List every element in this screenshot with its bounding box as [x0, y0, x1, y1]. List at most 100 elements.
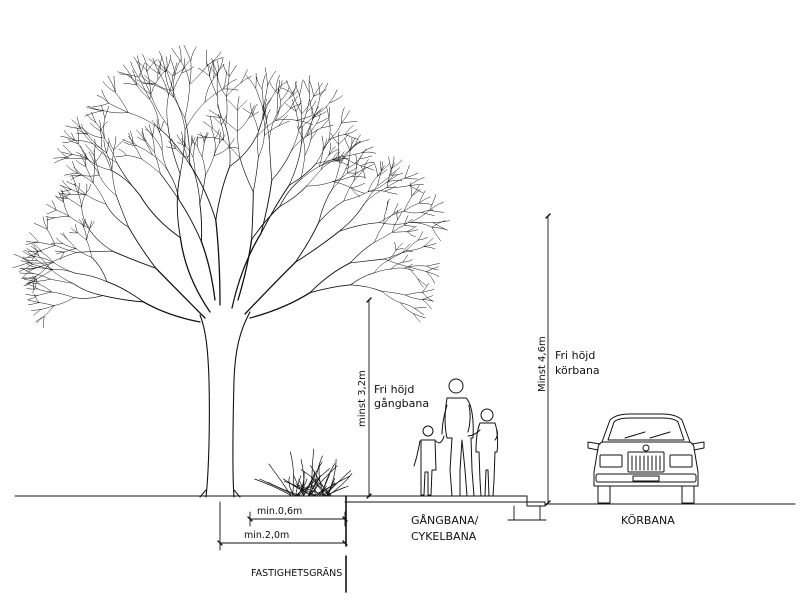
tree-branch: [190, 66, 207, 85]
tree-branch: [322, 136, 323, 149]
tree-branch: [426, 267, 438, 272]
tree-branch: [257, 77, 263, 89]
tree-branch: [13, 263, 29, 268]
tree-branch: [382, 291, 400, 302]
car-plate: [633, 476, 659, 481]
shrub-twig: [260, 479, 297, 496]
tree-branch: [71, 133, 78, 144]
tree-branch: [153, 85, 174, 98]
tree-branch: [154, 152, 160, 173]
tree-branch: [87, 240, 92, 257]
tree-branch: [280, 186, 307, 206]
tree-branch: [356, 140, 369, 145]
tree-branch: [38, 245, 55, 251]
tree-branch: [53, 269, 76, 273]
tree-branch: [190, 61, 191, 85]
tree-branch: [272, 152, 291, 181]
tree-branch: [156, 268, 205, 318]
sidewalk-label-line1: GÅNGBANA/: [411, 514, 479, 527]
tree-branch: [351, 183, 365, 188]
car-windshield: [608, 418, 684, 440]
tree-branch: [185, 102, 205, 129]
tree-branch: [252, 192, 254, 240]
tree-branch: [387, 186, 409, 188]
tree-branch: [62, 180, 71, 189]
walk-clearance-dimension-text: minst 3,2m: [357, 370, 368, 427]
road-clearance-dimension-text: Minst 4,6m: [537, 336, 548, 392]
tree-branch: [368, 176, 377, 191]
tree-branch: [93, 183, 106, 204]
car-grille: [628, 452, 664, 472]
car-wipers: [625, 432, 670, 438]
tree-branch: [64, 173, 78, 175]
tree-branch: [265, 68, 267, 86]
tree-branch: [345, 125, 353, 134]
tree-branch: [82, 193, 87, 207]
tree-branch: [60, 252, 64, 260]
tree-branch: [379, 211, 403, 223]
tree-branch: [73, 161, 79, 173]
tree-branch: [341, 108, 344, 124]
tree-branch: [344, 192, 369, 201]
tree-branch: [268, 71, 276, 86]
tree-branch: [37, 292, 52, 296]
tree-branch: [427, 266, 439, 270]
tree-branch: [55, 216, 69, 217]
tree-branch: [120, 74, 139, 77]
tree-branch: [95, 153, 103, 164]
road-clearance-label-line1: Fri höjd: [555, 349, 595, 362]
tree-branch: [63, 233, 68, 240]
tree-branch: [305, 139, 311, 156]
tree-branch: [290, 103, 301, 108]
tree-branch: [269, 114, 277, 140]
tree-branch: [69, 158, 88, 159]
tree-branch: [102, 90, 109, 103]
shrub-offset-text: min.0,6m: [257, 506, 302, 517]
curb-foundation: [508, 506, 546, 520]
tree-branch: [291, 136, 307, 152]
tree-branch: [351, 273, 374, 285]
tree-branch: [14, 254, 29, 262]
tree-branch: [126, 155, 141, 159]
tree-branch: [153, 137, 155, 153]
tree-branch: [143, 54, 148, 71]
tree-branch: [364, 186, 377, 205]
tree-branch: [101, 105, 105, 118]
tree-branch: [374, 232, 392, 242]
tree-branch: [129, 227, 156, 268]
tree-branch: [100, 120, 101, 131]
tree-branch: [405, 178, 418, 179]
tree-branch: [88, 133, 105, 138]
tree-branch: [432, 227, 448, 230]
tree-branch: [391, 268, 405, 269]
tree-branch: [245, 262, 295, 314]
tree-branch: [427, 263, 440, 266]
tree-branch: [35, 279, 51, 281]
car-grille-bars: [632, 456, 660, 470]
tree-branch: [217, 77, 226, 97]
tree-branch: [309, 75, 310, 93]
tree-branch: [226, 99, 237, 110]
tree-branch: [403, 255, 408, 262]
walk-clearance-label-line2: gångbana: [374, 397, 429, 410]
tree-branch: [419, 197, 430, 203]
tree-branch: [61, 136, 75, 140]
tree-branch: [54, 298, 74, 306]
tree-branch: [405, 295, 422, 299]
tree-branch: [395, 242, 396, 250]
tree-branch: [109, 103, 129, 113]
tree-branch: [62, 152, 72, 155]
tree-branch: [131, 62, 139, 78]
tree-branch: [26, 294, 38, 295]
tree-branch: [408, 267, 418, 279]
tree-branch: [329, 135, 346, 141]
tree-branch: [407, 226, 417, 232]
tree-branch: [76, 160, 86, 166]
tree-branch: [405, 292, 422, 295]
tree-branch: [237, 118, 248, 131]
tree-branch: [88, 135, 101, 149]
tree-branch: [258, 136, 264, 157]
tree-branch: [430, 202, 444, 210]
tree-branch: [237, 101, 247, 111]
tree-branch: [253, 115, 258, 132]
